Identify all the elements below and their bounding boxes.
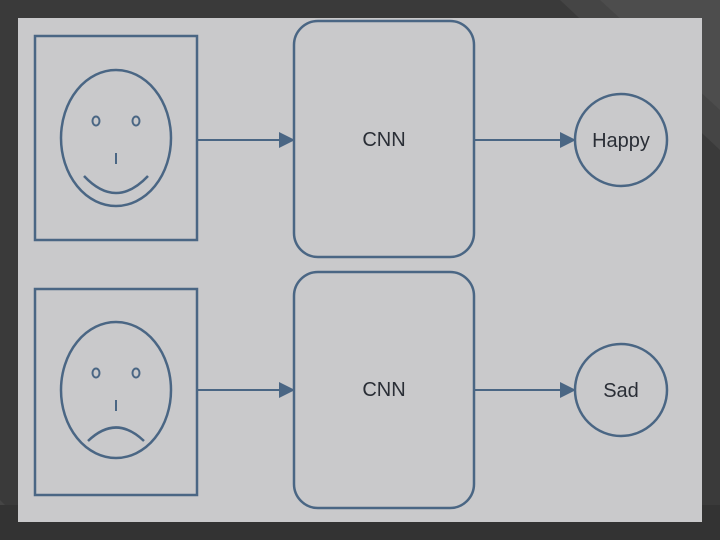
input-image-frame xyxy=(33,34,199,242)
flow-row-happy: CNN Happy xyxy=(33,19,669,259)
diagram-panel xyxy=(18,18,702,522)
output-label-happy: Happy xyxy=(592,130,650,152)
cnn-box xyxy=(292,270,476,510)
flow-row-sad: CNN Sad xyxy=(33,270,669,510)
cnn-box xyxy=(292,19,476,259)
output-circle xyxy=(573,342,669,438)
frowning-face-icon xyxy=(59,320,173,460)
emotion-classification-diagram: CNN Happy CNN Sad xyxy=(33,19,669,510)
input-image-frame xyxy=(33,287,199,497)
cnn-label: CNN xyxy=(362,379,405,401)
cnn-label: CNN xyxy=(362,129,405,151)
output-circle xyxy=(573,92,669,188)
output-label-sad: Sad xyxy=(603,380,639,402)
smiling-face-icon xyxy=(59,68,173,208)
